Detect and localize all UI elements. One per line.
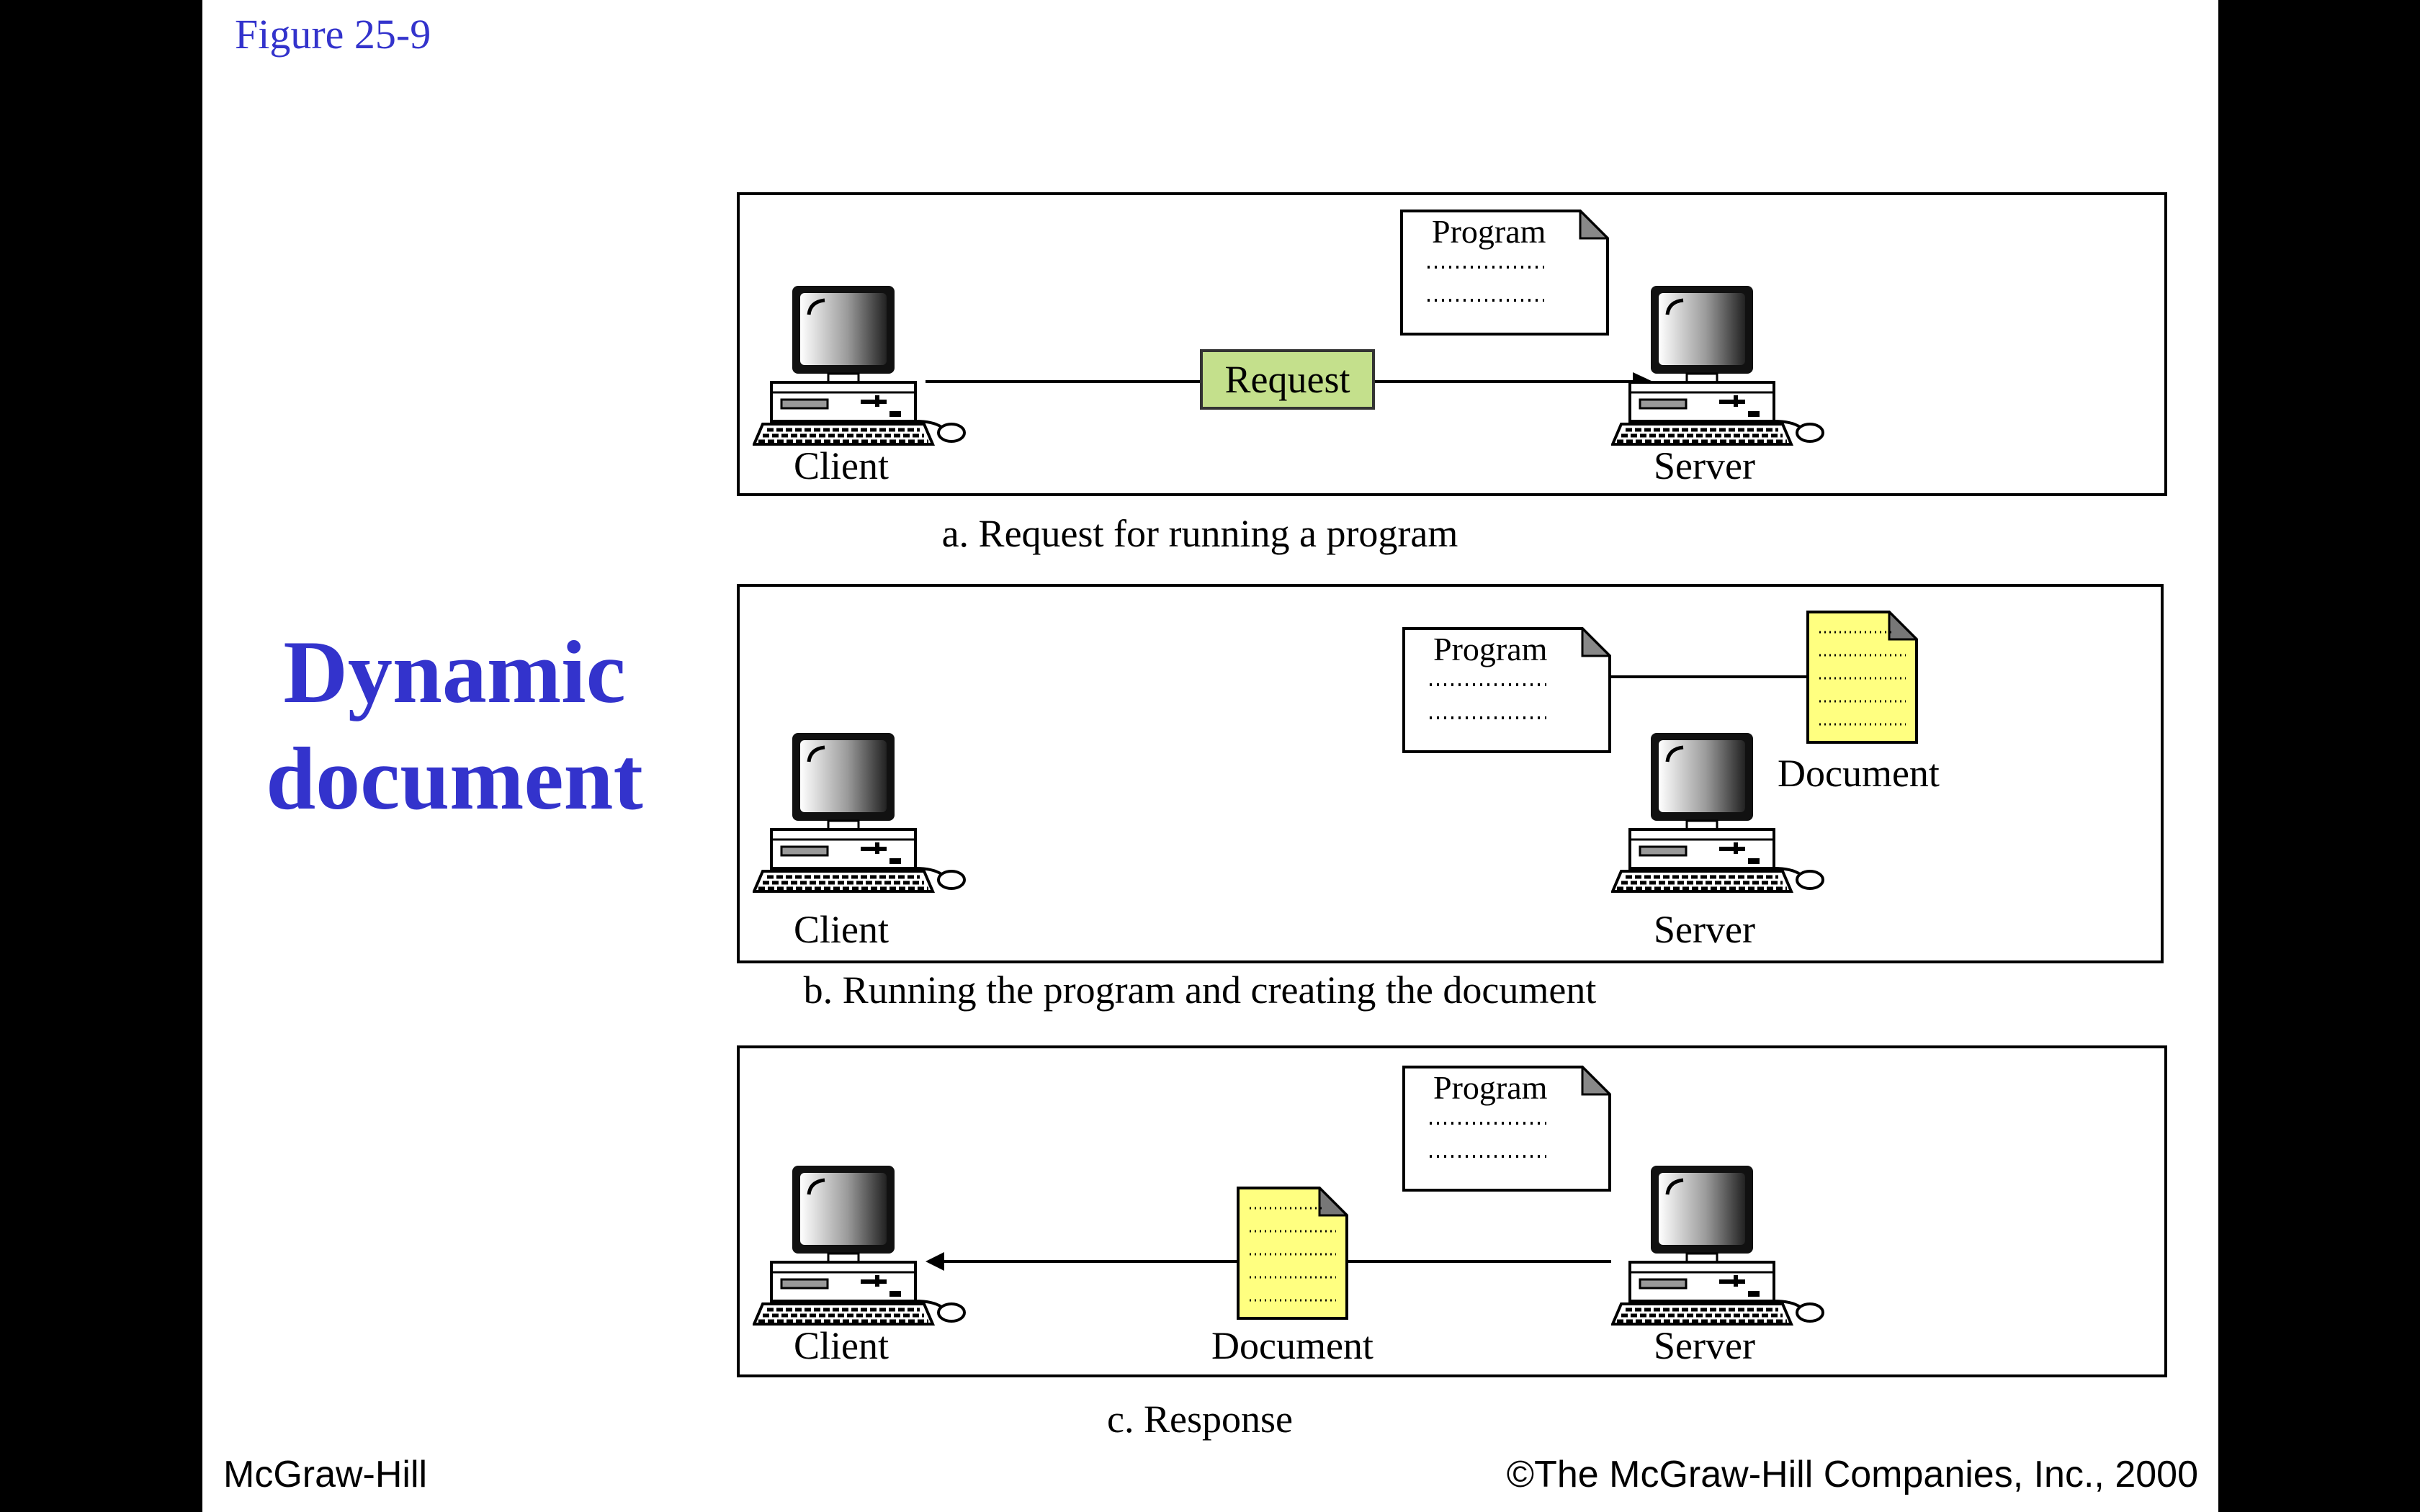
client-label: Client: [794, 1324, 889, 1367]
program-label: Program: [1433, 631, 1548, 667]
computer-icon: [1611, 280, 1827, 453]
document-icon: [1806, 611, 1918, 744]
server-label: Server: [1654, 444, 1755, 487]
caption-a: a. Request for running a program: [941, 512, 1458, 555]
computer-icon: [1611, 1160, 1827, 1333]
server-label: Server: [1654, 908, 1755, 951]
caption-c: c. Response: [1107, 1398, 1293, 1441]
footer-publisher: McGraw-Hill: [223, 1454, 428, 1495]
program-label: Program: [1432, 213, 1546, 250]
slide-title: Dynamic document: [202, 619, 707, 832]
document-label: Document: [1778, 752, 1940, 795]
footer-copyright: ©The McGraw-Hill Companies, Inc., 2000: [1506, 1454, 2198, 1495]
title-line-1: Dynamic: [283, 623, 626, 721]
caption-b: b. Running the program and creating the …: [803, 968, 1597, 1012]
panel-c: Client Document Program Server: [737, 1045, 2167, 1377]
panel-a: Client Request Program Server: [737, 192, 2167, 496]
title-line-2: document: [266, 729, 643, 828]
document-icon: [1237, 1187, 1348, 1320]
slide: Figure 25-9 Dynamic document Client Requ…: [202, 0, 2218, 1512]
figure-label: Figure 25-9: [235, 11, 431, 58]
document-label: Document: [1211, 1324, 1373, 1367]
panel-b: Client Program Document Server: [737, 584, 2164, 963]
server-label: Server: [1654, 1324, 1755, 1367]
request-label: Request: [1200, 349, 1375, 410]
client-label: Client: [794, 444, 889, 487]
computer-icon: [1611, 727, 1827, 900]
program-label: Program: [1433, 1069, 1548, 1106]
arrow-right-icon: [1611, 667, 1826, 686]
client-label: Client: [794, 908, 889, 951]
